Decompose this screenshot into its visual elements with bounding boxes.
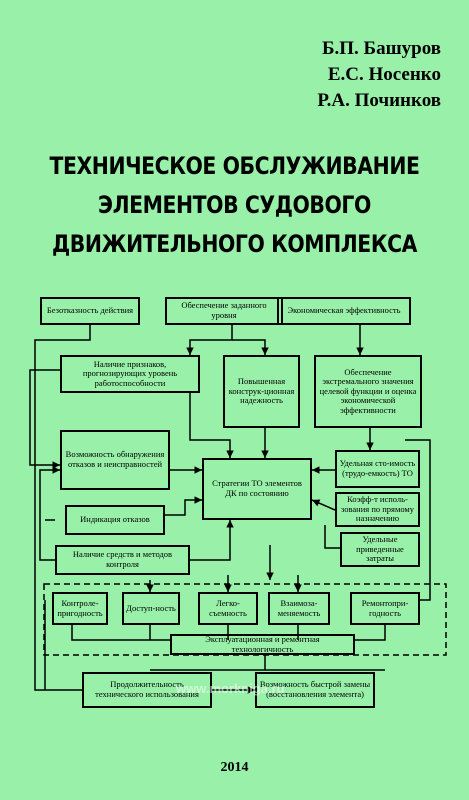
- title-line-1: ТЕХНИЧЕСКОЕ ОБСЛУЖИВАНИЕ: [49, 152, 420, 180]
- box-reliability: Повышенная конструк-ционная надежность: [223, 355, 300, 428]
- box-coef: Коэфф-т исполь-зования по прямому назнач…: [335, 492, 420, 527]
- box-safety: Безотказность действия: [40, 297, 140, 325]
- box-indication: Индикация отказов: [65, 505, 165, 535]
- box-unit-cost: Удельная сто-имость (трудо-емкость) ТО: [335, 450, 420, 488]
- box-duration: Продолжительность технического использов…: [82, 672, 212, 708]
- box-replace: Возможность быстрой замены (восстановлен…: [255, 672, 375, 708]
- box-technology: Эксплуатационная и ремонтная технологичн…: [170, 634, 355, 655]
- box-economy: Экономическая эффективность: [277, 297, 411, 325]
- author-1: Б.П. Башуров: [321, 38, 441, 59]
- box-control: Контроле-пригодность: [52, 592, 108, 625]
- box-strategy: Стратегии ТО элементов ДК по состоянию: [202, 458, 312, 520]
- box-detect: Возможность обнаружения отказов и неиспр…: [60, 430, 170, 490]
- box-means: Наличие средств и методов контроля: [55, 545, 190, 575]
- box-signs: Наличие признаков, прогнозирующих уровен…: [60, 355, 200, 393]
- box-specific: Удельные приведенные затраты: [340, 532, 420, 567]
- box-repair: Ремонтопри-годность: [350, 592, 420, 625]
- publication-year: 2014: [220, 760, 249, 775]
- author-2: Е.С. Носенко: [327, 64, 441, 85]
- title-line-3: ДВИЖИТЕЛЬНОГО КОМПЛЕКСА: [52, 230, 417, 258]
- box-access: Доступ-ность: [122, 592, 180, 625]
- box-interchange: Взаимоза-меняемость: [268, 592, 330, 625]
- box-extremal: Обеспечение экстремального значения целе…: [314, 355, 422, 428]
- title-line-2: ЭЛЕМЕНТОВ СУДОВОГО: [98, 191, 371, 219]
- author-3: Р.А. Починков: [317, 90, 441, 111]
- box-ease: Легко-съемность: [198, 592, 258, 625]
- watermark: www.morkniga.ru: [176, 681, 285, 696]
- box-level: Обеспечение заданного уровня: [165, 297, 283, 325]
